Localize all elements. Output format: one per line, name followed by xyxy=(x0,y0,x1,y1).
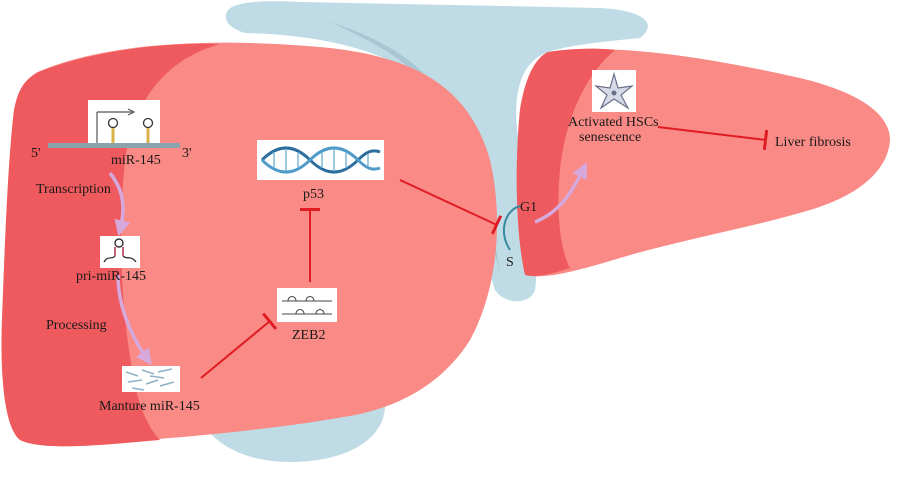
label-activated-hscs: Activated HSCs xyxy=(568,115,659,130)
arrow-processing xyxy=(116,274,152,366)
label-mir145: miR-145 xyxy=(111,153,161,168)
label-mature-mir145: Manture miR-145 xyxy=(99,399,200,414)
arrow-to-senescence xyxy=(534,162,587,224)
inhibit-mir-to-zeb2 xyxy=(200,312,278,379)
stellate-cell-icon xyxy=(592,70,636,112)
label-processing: Processing xyxy=(46,318,107,333)
label-pri-mir145: pri-miR-145 xyxy=(76,269,146,284)
inhibit-hsc-to-fibrosis xyxy=(657,126,769,151)
inhibition-arrows xyxy=(200,126,769,379)
gene-strand xyxy=(48,143,180,148)
arrow-transcription xyxy=(108,171,131,237)
gene-hairpin-icon xyxy=(88,100,160,146)
dna-helix-icon xyxy=(257,140,384,180)
zeb2-protein-icon xyxy=(277,288,337,322)
mature-mirna-icon xyxy=(122,366,180,392)
label-s: S xyxy=(506,255,514,270)
labels: 5' 3' miR-145 Transcription pri-miR-145 … xyxy=(31,115,851,414)
label-three-prime: 3' xyxy=(182,146,192,161)
falciform-ligament xyxy=(225,1,648,302)
cell-cycle-arc xyxy=(502,205,521,251)
promotion-arrows xyxy=(108,162,587,366)
label-liver-fibrosis: Liver fibrosis xyxy=(775,135,851,150)
liver-anatomy xyxy=(1,1,890,462)
pri-mirna-hairpin-icon xyxy=(100,236,140,268)
label-p53: p53 xyxy=(303,187,324,202)
label-zeb2: ZEB2 xyxy=(292,328,325,343)
label-g1: G1 xyxy=(520,200,537,215)
label-senescence: senescence xyxy=(579,130,641,145)
label-transcription: Transcription xyxy=(36,182,111,197)
inhibit-p53-to-cycle xyxy=(399,179,503,235)
label-five-prime: 5' xyxy=(31,146,41,161)
